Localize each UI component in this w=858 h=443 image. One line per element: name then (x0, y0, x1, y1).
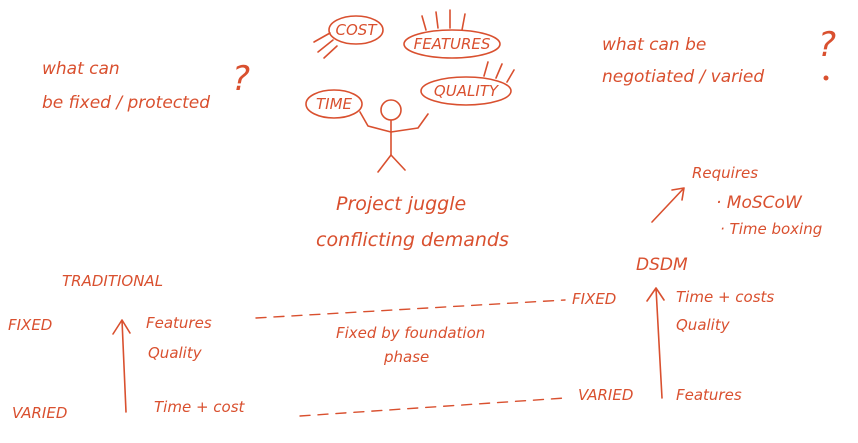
middle-note-line1: Fixed by foundation (336, 324, 485, 342)
dsdm-section: FIXED VARIED Time + costs Quality Featur… (572, 287, 774, 404)
traditional-varied-item: Time + cost (154, 398, 246, 416)
constraint-features: FEATURES (403, 9, 501, 59)
constraint-time: TIME (305, 89, 363, 119)
right-question-line1: what can be (602, 35, 706, 55)
dsdm-fixed-item: Quality (676, 316, 731, 334)
constraint-quality-label: QUALITY (434, 82, 500, 100)
stick-figure (359, 99, 429, 173)
constraint-quality: QUALITY (420, 61, 515, 106)
dsdm-fixed-item: Time + costs (676, 288, 774, 306)
middle-note: Fixed by foundation phase (336, 324, 485, 366)
left-question-line2: be fixed / protected (42, 93, 210, 113)
dsdm-varied-label: VARIED (578, 386, 633, 404)
middle-note-line2: phase (383, 348, 429, 366)
left-question: what can be fixed / protected ? (42, 59, 250, 113)
traditional-fixed-item: Quality (148, 344, 203, 362)
traditional-title: TRADITIONAL (62, 272, 163, 290)
dsdm-arrow (646, 287, 665, 399)
requires-label: Requires (692, 164, 758, 182)
varied-dashed-line (299, 397, 566, 417)
dsdm-title: DSDM (636, 255, 688, 275)
motion-lines (421, 9, 466, 31)
left-question-mark: ? (232, 59, 250, 99)
traditional-fixed-item: Features (146, 314, 212, 332)
requires-item: · MoSCoW (716, 193, 803, 213)
constraint-time-label: TIME (316, 95, 353, 113)
dsdm-varied-item: Features (676, 386, 742, 404)
motion-lines (313, 32, 338, 59)
traditional-varied-label: VARIED (12, 404, 67, 422)
traditional-section: TRADITIONAL FIXED VARIED Features Qualit… (8, 272, 246, 422)
left-question-line1: what can (42, 59, 120, 79)
dsdm-fixed-label: FIXED (572, 290, 616, 308)
requires-block: Requires · MoSCoW · Time boxing (651, 164, 822, 238)
requires-item: · Time boxing (720, 220, 822, 238)
traditional-fixed-label: FIXED (8, 316, 52, 334)
constraint-features-label: FEATURES (414, 35, 491, 53)
constraint-cost: COST (313, 15, 384, 59)
figure-caption-line1: Project juggle (336, 193, 466, 215)
right-question: what can be negotiated / varied ? (602, 25, 836, 87)
requires-arrow (651, 187, 685, 223)
fixed-dashed-line (255, 299, 566, 319)
motion-lines (483, 61, 515, 83)
traditional-arrow (112, 319, 131, 413)
figure-caption-line2: conflicting demands (316, 229, 509, 251)
right-question-dot (823, 75, 829, 81)
constraint-cost-label: COST (336, 21, 379, 39)
right-question-line2: negotiated / varied (602, 67, 764, 87)
right-question-mark: ? (818, 25, 836, 65)
figure-caption: Project juggle conflicting demands (316, 193, 509, 251)
